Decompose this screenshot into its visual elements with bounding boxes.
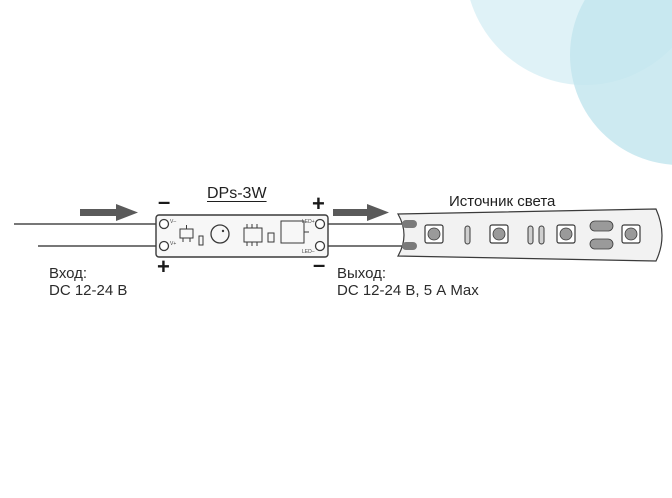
mosfet-component xyxy=(280,220,309,244)
capacitor-component xyxy=(267,232,275,243)
output-label-voltage: DC 12-24 В, 5 А Max xyxy=(337,282,479,299)
device-title: DPs-3W xyxy=(207,185,267,202)
chip-component xyxy=(243,224,263,246)
pad-led-plus xyxy=(314,218,326,230)
input-label-title: Вход: xyxy=(49,265,88,282)
led-strip xyxy=(396,208,663,262)
light-source-label: Источник света xyxy=(449,193,556,210)
strip-cut-pads xyxy=(589,220,614,250)
pin-label-led-plus: LED+ xyxy=(302,219,315,225)
output-minus-sign: – xyxy=(313,252,326,277)
dimmer-board xyxy=(155,214,329,258)
pin-label-led-minus: LED– xyxy=(302,249,315,255)
transistor-component xyxy=(179,225,194,242)
decorative-corner-circles xyxy=(470,0,672,165)
output-direction-arrow xyxy=(333,204,389,221)
pad-v-minus xyxy=(158,218,170,230)
pad-led-minus xyxy=(314,240,326,252)
resistor-component xyxy=(198,235,204,246)
input-plus-sign: + xyxy=(157,254,170,279)
led-chips xyxy=(424,224,641,244)
input-label-voltage: DC 12-24 В xyxy=(49,282,128,299)
strip-resistors xyxy=(464,225,545,245)
input-minus-sign: – xyxy=(158,189,171,214)
input-direction-arrow xyxy=(80,204,138,221)
pin-label-v-minus: V– xyxy=(170,219,177,225)
pad-v-plus xyxy=(158,240,170,252)
output-wires xyxy=(322,223,412,247)
touch-sensor-icon xyxy=(210,224,230,244)
pin-label-v-plus: V+ xyxy=(170,241,177,247)
output-label-title: Выход: xyxy=(337,265,387,282)
output-plus-sign: + xyxy=(312,191,325,216)
input-wires xyxy=(14,223,165,247)
